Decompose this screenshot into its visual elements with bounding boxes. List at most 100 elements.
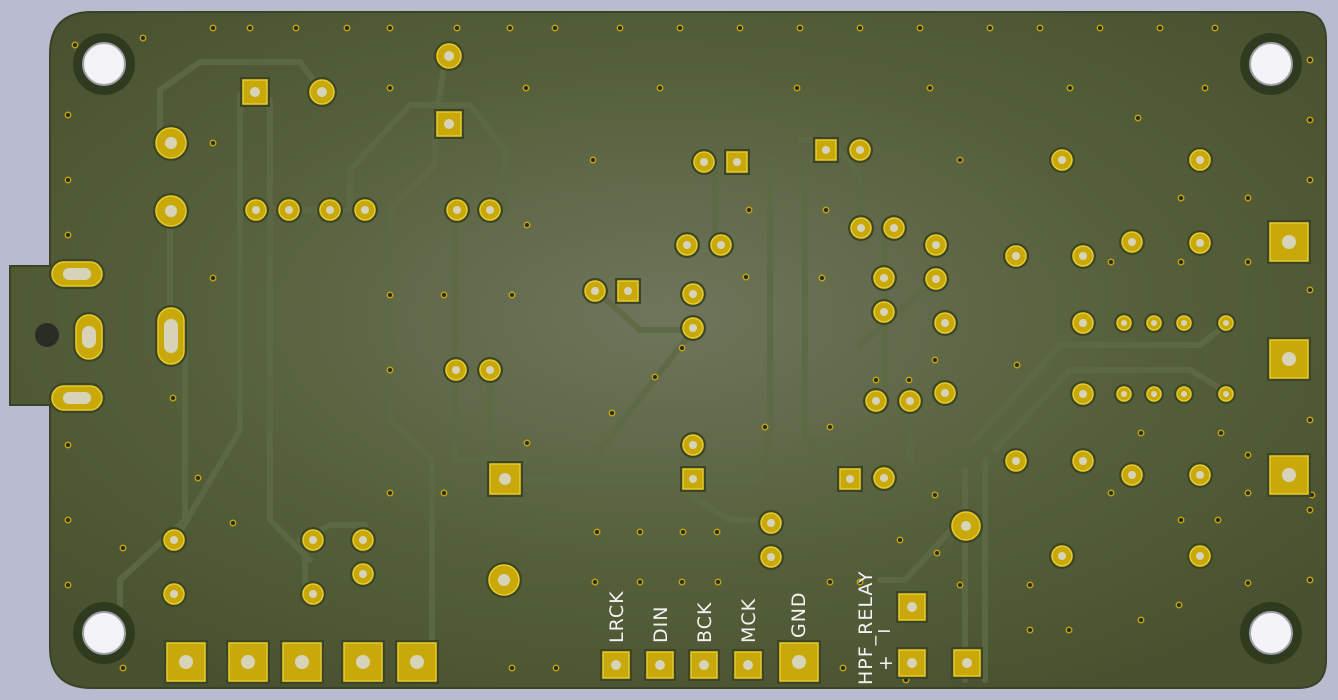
sqpad-hole-23 xyxy=(1282,468,1296,482)
silk-label-din: DIN xyxy=(650,605,672,643)
via-15 xyxy=(918,26,922,30)
pad-hole-0 xyxy=(444,51,454,61)
pad-hole-49 xyxy=(1012,457,1020,465)
via-23 xyxy=(66,233,70,237)
via-0 xyxy=(73,43,77,47)
pad-hole-1 xyxy=(317,87,327,97)
pad-hole-23 xyxy=(932,275,940,283)
via-99 xyxy=(958,583,962,587)
pad-hole-sm0 xyxy=(1121,320,1127,326)
pad-hole-29 xyxy=(689,441,697,449)
sqpad-hole-20 xyxy=(962,658,972,668)
trace-19 xyxy=(687,492,773,523)
side-hole xyxy=(35,323,59,347)
pad-hole-38 xyxy=(359,536,367,544)
via-12 xyxy=(738,26,742,30)
via-94 xyxy=(1246,491,1250,495)
pad-hole-sm6 xyxy=(1181,391,1187,397)
oval-hole-0 xyxy=(63,268,91,280)
pad-hole-12 xyxy=(700,158,708,166)
via-69 xyxy=(638,530,642,534)
pad-hole-14 xyxy=(683,241,691,249)
via-63 xyxy=(828,425,832,429)
sqpad-hole-11 xyxy=(356,655,370,669)
via-107 xyxy=(121,666,125,670)
pad-hole-46 xyxy=(1196,239,1204,247)
pad-hole-18 xyxy=(689,324,697,332)
silk-label-lrck: LRCK xyxy=(606,590,628,643)
sqpad-hole-8 xyxy=(179,655,193,669)
via-26 xyxy=(66,583,70,587)
trace-0 xyxy=(157,59,325,143)
via-105 xyxy=(841,666,845,670)
via-33 xyxy=(1308,578,1312,582)
via-67 xyxy=(610,411,614,415)
silk-label-mck: MCK xyxy=(738,597,760,643)
via-44 xyxy=(196,476,200,480)
via-66 xyxy=(653,375,657,379)
sqpad-hole-22 xyxy=(1282,352,1296,366)
via-10 xyxy=(618,26,622,30)
via-47 xyxy=(171,396,175,400)
pad-hole-sm5 xyxy=(1151,391,1157,397)
via-40 xyxy=(1136,116,1140,120)
via-72 xyxy=(593,580,597,584)
via-35 xyxy=(524,86,528,90)
via-34 xyxy=(388,86,392,90)
oval-hole-1 xyxy=(63,392,91,404)
pad-hole-43 xyxy=(1012,252,1020,260)
pad-hole-53 xyxy=(1058,552,1066,560)
via-56 xyxy=(591,158,595,162)
via-58 xyxy=(747,208,751,212)
sqpad-hole-15 xyxy=(699,660,709,670)
via-37 xyxy=(795,86,799,90)
via-103 xyxy=(554,666,558,670)
pad-hole-sm1 xyxy=(1151,320,1157,326)
via-22 xyxy=(66,178,70,182)
via-85 xyxy=(1109,260,1113,264)
pad-hole-21 xyxy=(932,241,940,249)
via-11 xyxy=(678,26,682,30)
pad-hole-10 xyxy=(452,366,460,374)
mount-hole-1 xyxy=(1249,42,1293,86)
trace-25 xyxy=(992,367,1193,453)
sqpad-hole-7 xyxy=(846,475,854,483)
via-54 xyxy=(525,441,529,445)
via-88 xyxy=(1139,431,1143,435)
via-89 xyxy=(1219,431,1223,435)
pad-hole-25 xyxy=(941,319,949,327)
sqpad-hole-18 xyxy=(907,602,917,612)
via-1 xyxy=(141,36,145,40)
sqpad-hole-12 xyxy=(410,655,424,669)
pad-hole-34 xyxy=(961,521,971,531)
via-16 xyxy=(988,26,992,30)
via-38 xyxy=(928,86,932,90)
sqpad-hole-9 xyxy=(241,655,255,669)
via-80 xyxy=(935,551,939,555)
via-21 xyxy=(66,113,70,117)
via-82 xyxy=(1015,363,1019,367)
via-32 xyxy=(1308,508,1312,512)
via-53 xyxy=(442,491,446,495)
vias xyxy=(64,24,1316,684)
via-90 xyxy=(1246,453,1250,457)
via-4 xyxy=(294,26,298,30)
via-71 xyxy=(715,530,719,534)
via-27 xyxy=(1308,58,1312,62)
via-9 xyxy=(553,26,557,30)
pad-hole-8 xyxy=(453,206,461,214)
pad-hole-31 xyxy=(767,519,775,527)
silk-label-minus: − xyxy=(876,620,893,642)
via-93 xyxy=(1216,518,1220,522)
trace-9 xyxy=(592,287,696,333)
via-41 xyxy=(1203,86,1207,90)
trace-6 xyxy=(387,122,438,683)
pad-hole-39 xyxy=(359,570,367,578)
pad-hole-24 xyxy=(880,308,888,316)
pad-hole-51 xyxy=(1128,471,1136,479)
via-24 xyxy=(66,443,70,447)
sqpad-19 xyxy=(898,649,926,677)
via-57 xyxy=(824,208,828,212)
via-55 xyxy=(525,223,529,227)
via-81 xyxy=(958,158,962,162)
